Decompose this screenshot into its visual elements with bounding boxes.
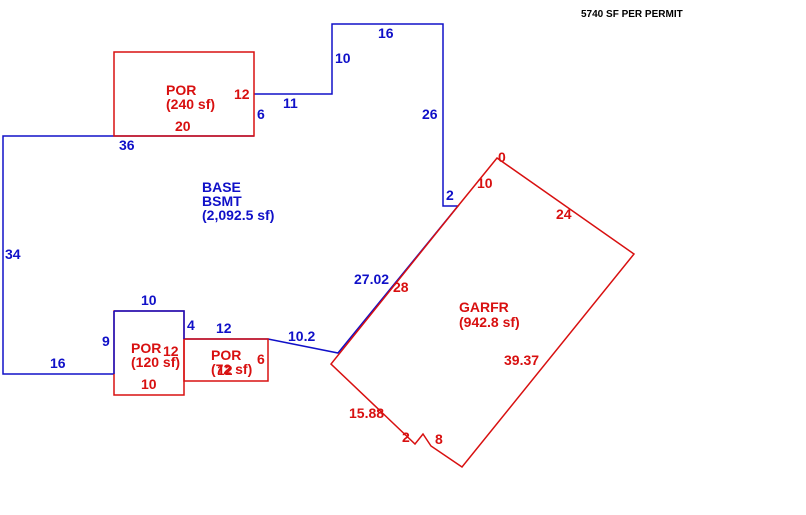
garfr-edge-label: 28 — [393, 279, 409, 295]
por-left-edge-label: 12 — [163, 343, 179, 359]
por-top-edge-label: 12 — [234, 86, 250, 102]
garfr-edge-label: 2 — [402, 429, 410, 445]
base-edge-label: 6 — [257, 106, 265, 122]
garfr-edge-label: 39.37 — [504, 352, 539, 368]
por-top-code: POR — [166, 82, 196, 98]
por-top-area: (240 sf) — [166, 96, 215, 112]
base-edge-label: 2 — [446, 187, 454, 203]
base-code: BASE — [202, 179, 241, 195]
garfr-outline — [329, 156, 636, 469]
base-edge-label: 36 — [119, 137, 135, 153]
por-left-edge-label: 10 — [141, 376, 157, 392]
por-left-area: (120 sf) — [131, 354, 180, 370]
garfr-area: (942.8 sf) — [459, 314, 520, 330]
base-edge-label: 11 — [283, 95, 298, 111]
por-top-labels: POR (240 sf) 20 12 — [166, 82, 250, 134]
por-small-area: (72 sf) — [211, 361, 252, 377]
garfr-edge-label: 15.88 — [349, 405, 384, 421]
por-left-labels: POR (120 sf) 10 12 — [131, 340, 180, 392]
base-edge-label: 10.2 — [288, 328, 315, 344]
base-edge-label: 34 — [5, 246, 21, 262]
base-type: BSMT — [202, 193, 242, 209]
por-small-outline — [183, 338, 269, 382]
base-edge-label: 9 — [102, 333, 110, 349]
por-small-labels: POR (72 sf) 12 6 — [211, 347, 265, 378]
garfr-code: GARFR — [459, 299, 509, 315]
por-top-edge-label: 20 — [175, 118, 191, 134]
base-area: (2,092.5 sf) — [202, 207, 274, 223]
base-edge-label: 16 — [50, 355, 66, 371]
base-edge-label: 27.02 — [354, 271, 389, 287]
base-edge-label: 12 — [216, 320, 232, 336]
por-top-outline — [113, 51, 255, 137]
garfr-labels: GARFR (942.8 sf) 0 10 24 28 39.37 15.88 … — [349, 149, 572, 447]
por-small-code: POR — [211, 347, 241, 363]
garfr-edge-label: 8 — [435, 431, 443, 447]
base-edge-label: 4 — [187, 317, 195, 333]
base-edge-label: 10 — [335, 50, 351, 66]
por-small-edge-label: 6 — [257, 351, 265, 367]
base-edge-label: 10 — [141, 292, 157, 308]
permit-note: 5740 SF PER PERMIT — [581, 9, 683, 20]
base-edge-label: 26 — [422, 106, 438, 122]
garfr-edge-label: 10 — [477, 175, 493, 191]
base-labels: BASE BSMT (2,092.5 sf) 36 34 16 9 4 10 1… — [5, 25, 454, 371]
base-edge-label: 16 — [378, 25, 394, 41]
por-left-top-edge — [113, 310, 185, 374]
garfr-edge-label: 0 — [498, 149, 506, 165]
garfr-edge-label: 24 — [556, 206, 572, 222]
por-left-code: POR — [131, 340, 161, 356]
por-small-edge-label: 12 — [217, 362, 233, 378]
